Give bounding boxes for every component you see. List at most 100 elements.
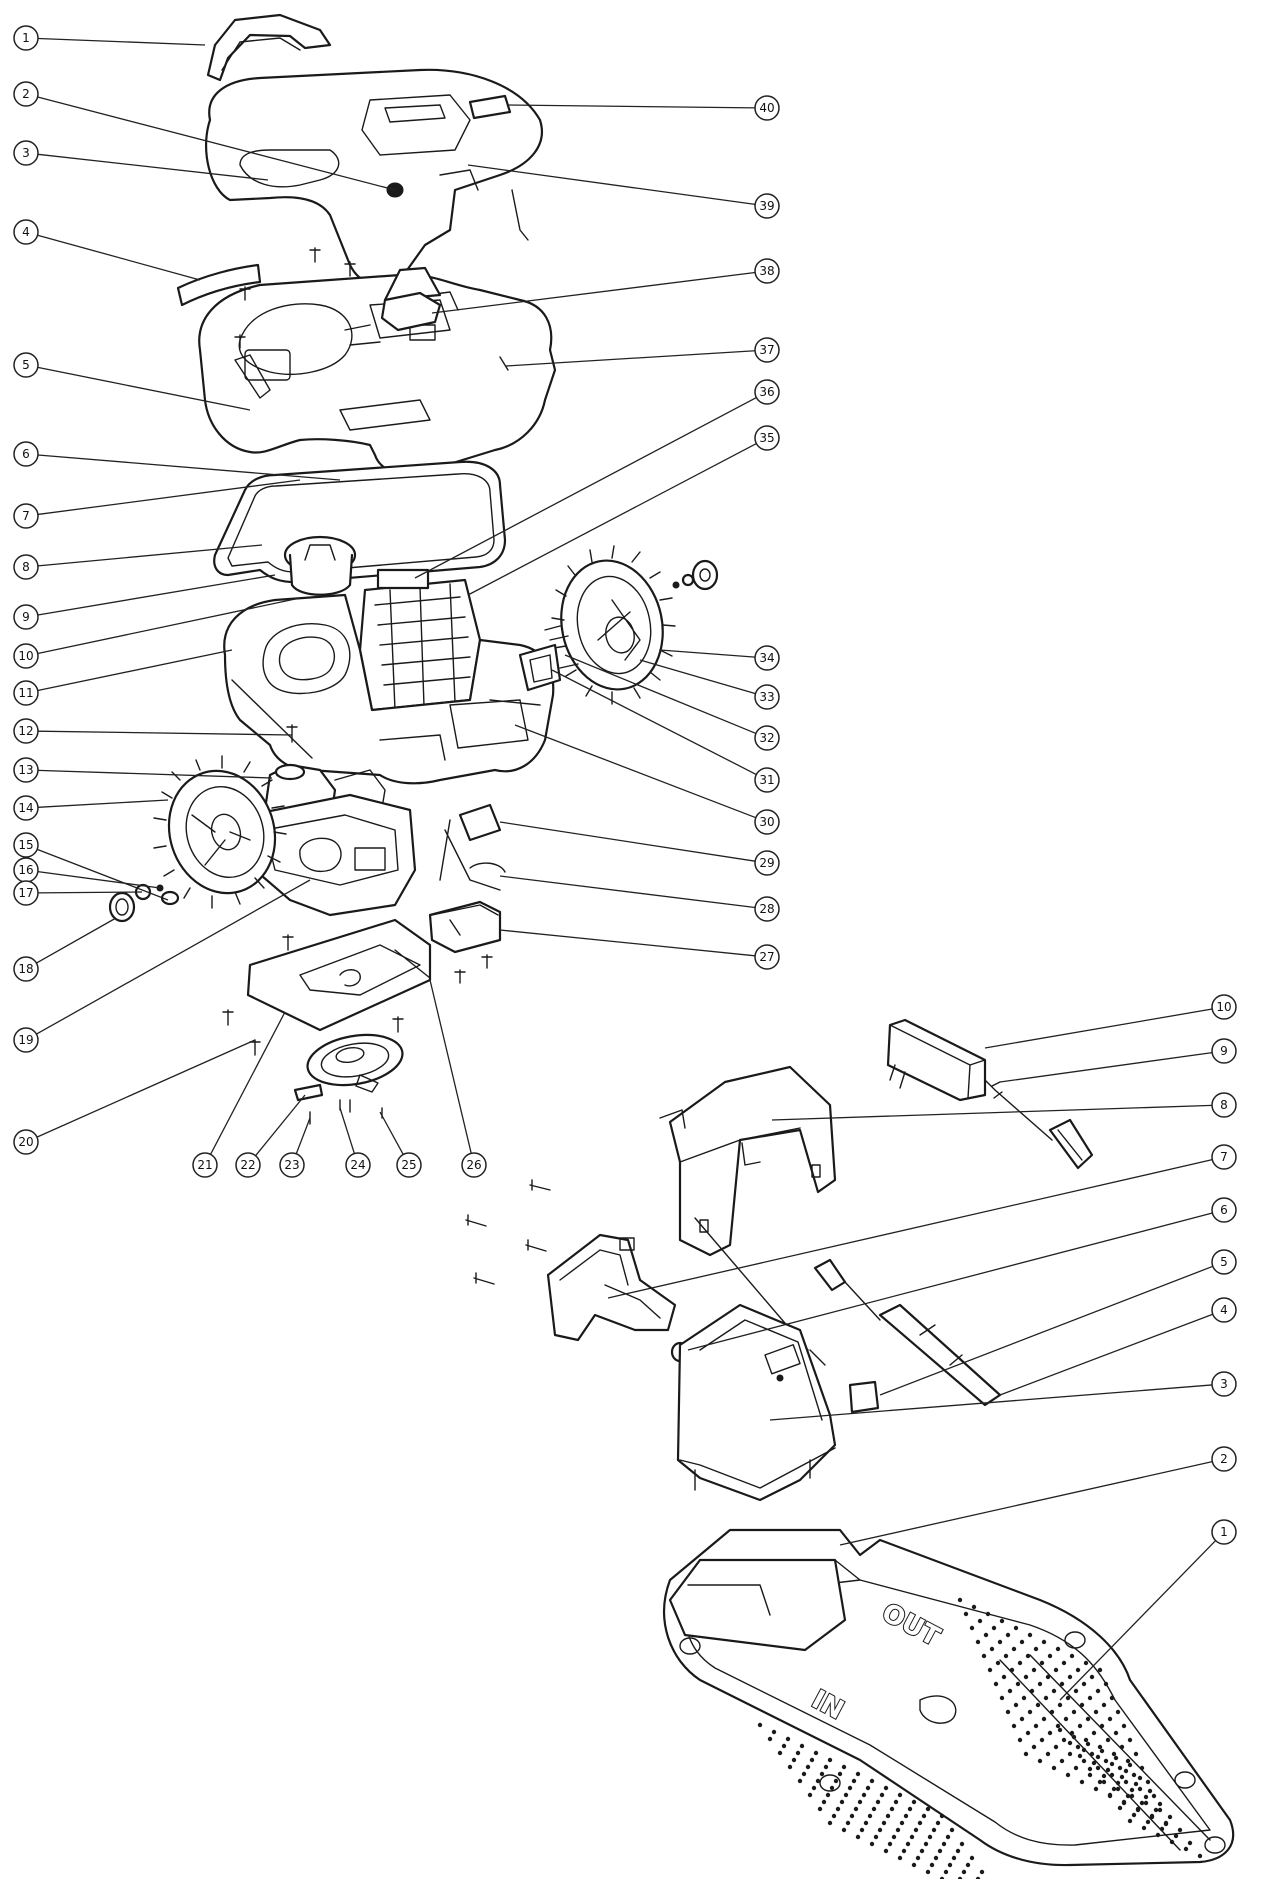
base-plate-dot xyxy=(1077,1723,1083,1729)
base-plate-dot xyxy=(895,1827,901,1833)
callout-number: 20 xyxy=(18,1135,33,1149)
base-plate-dot xyxy=(877,1827,883,1833)
base-plate-dot xyxy=(931,1827,937,1833)
base-plate-dot xyxy=(1019,1716,1025,1722)
callout-circle xyxy=(754,337,780,363)
callout-number: 9 xyxy=(22,610,30,624)
mower_callouts-callout-23: 23 xyxy=(279,1117,311,1178)
base-plate-dot xyxy=(963,1611,969,1617)
station_callouts-callout-8: 8 xyxy=(771,1092,1237,1121)
base-plate-dot xyxy=(847,1785,853,1791)
callout-leader-line xyxy=(687,1212,1213,1351)
callout-number: 24 xyxy=(350,1158,365,1172)
base-plate-dot xyxy=(1031,1744,1037,1750)
base-plate-dot xyxy=(1037,1758,1043,1764)
part-wheel-right xyxy=(551,545,676,705)
base-plate-dot xyxy=(1067,1674,1073,1680)
callout-circle xyxy=(13,81,39,107)
mower_callouts-callout-7: 7 xyxy=(13,479,301,529)
mower_callouts-callout-32: 32 xyxy=(564,654,780,751)
base-plate-dot xyxy=(1121,1799,1127,1805)
mower_callouts-callout-20: 20 xyxy=(13,1039,256,1155)
callout-number: 3 xyxy=(22,146,30,160)
base-plate-dot xyxy=(1177,1827,1183,1833)
mower_callouts-callout-19: 19 xyxy=(13,879,311,1053)
callout-number: 29 xyxy=(759,856,774,870)
callout-number: 5 xyxy=(1220,1255,1228,1269)
base-plate-dot xyxy=(829,1785,835,1791)
callout-circle xyxy=(13,880,39,906)
base-plate-dot xyxy=(975,1876,981,1879)
base-plate-dot xyxy=(1017,1737,1023,1743)
mower_callouts-callout-30: 30 xyxy=(514,724,780,835)
base-plate-dot xyxy=(819,1771,825,1777)
callout-number: 31 xyxy=(759,773,774,787)
callout-circle xyxy=(754,379,780,405)
base-plate-dot xyxy=(1127,1818,1133,1824)
base-plate-dot xyxy=(1143,1794,1149,1800)
base-plate-dot xyxy=(809,1757,815,1763)
part-screws-top xyxy=(234,247,356,349)
base-plate-dot xyxy=(1101,1702,1107,1708)
callout-number: 28 xyxy=(759,902,774,916)
callout-circle xyxy=(1211,994,1237,1020)
base-plate-dot xyxy=(949,1827,955,1833)
base-plate-dot xyxy=(1083,1660,1089,1666)
callout-number: 38 xyxy=(759,264,774,278)
base-plate-dot xyxy=(1059,1758,1065,1764)
mower_callouts-callout-17: 17 xyxy=(13,880,143,906)
callout-number: 4 xyxy=(22,225,30,239)
callout-leader-line xyxy=(507,104,756,109)
callout-number: 22 xyxy=(240,1158,255,1172)
base-plate-dot xyxy=(1173,1833,1179,1839)
base-plate-dot xyxy=(813,1750,819,1756)
callout-leader-line xyxy=(379,1111,404,1155)
base-plate-dot xyxy=(1061,1737,1067,1743)
station_callouts-callout-4: 4 xyxy=(999,1297,1237,1396)
callout-number: 3 xyxy=(1220,1377,1228,1391)
callout-circle xyxy=(754,944,780,970)
base-plate-dot xyxy=(777,1750,783,1756)
part-height-adjuster xyxy=(283,535,357,596)
base-plate-dot xyxy=(969,1625,975,1631)
callout-leader-line xyxy=(36,848,169,901)
base-plate-dot xyxy=(1101,1779,1107,1785)
base-plate-dot xyxy=(1045,1751,1051,1757)
base-plate-dot xyxy=(999,1695,1005,1701)
base-plate-dot xyxy=(1089,1751,1095,1757)
base-plate-dot xyxy=(1025,1653,1031,1659)
base-plate-dot xyxy=(929,1862,935,1868)
callout-number: 10 xyxy=(1216,1000,1231,1014)
callout-number: 32 xyxy=(759,731,774,745)
base-plate-dot xyxy=(823,1764,829,1770)
callout-number: 1 xyxy=(1220,1525,1228,1539)
base-plate-dot xyxy=(1073,1765,1079,1771)
callout-number: 7 xyxy=(22,509,30,523)
mower_callouts-callout-28: 28 xyxy=(499,875,780,922)
callout-circle xyxy=(1211,1197,1237,1223)
callout-circle xyxy=(754,725,780,751)
base-plate-dot xyxy=(1019,1639,1025,1645)
base-plate-dot xyxy=(1123,1768,1129,1774)
callout-circle xyxy=(754,95,780,121)
base-plate-dot xyxy=(915,1855,921,1861)
base-plate-dot xyxy=(979,1869,985,1875)
callout-leader-line xyxy=(467,164,756,206)
base-plate-dot xyxy=(1065,1772,1071,1778)
station_callouts-callout-6: 6 xyxy=(687,1197,1237,1351)
base-plate-dot xyxy=(1121,1723,1127,1729)
callout-circle xyxy=(192,1152,218,1178)
mower_callouts-callout-24: 24 xyxy=(339,1107,371,1178)
base-plate-dot xyxy=(919,1848,925,1854)
mower_callouts-callout-5: 5 xyxy=(13,352,251,411)
station_callouts-callout-3: 3 xyxy=(769,1371,1237,1421)
base-plate-dot xyxy=(1061,1660,1067,1666)
base-plate-dot xyxy=(1087,1695,1093,1701)
base-plate-dot xyxy=(897,1855,903,1861)
base-plate-dot xyxy=(1041,1716,1047,1722)
callout-leader-line xyxy=(499,821,756,862)
base-plate-dot xyxy=(827,1820,833,1826)
base-plate-dot xyxy=(1055,1723,1061,1729)
callout-leader-line xyxy=(414,397,757,579)
base-plate-dot xyxy=(1137,1786,1143,1792)
